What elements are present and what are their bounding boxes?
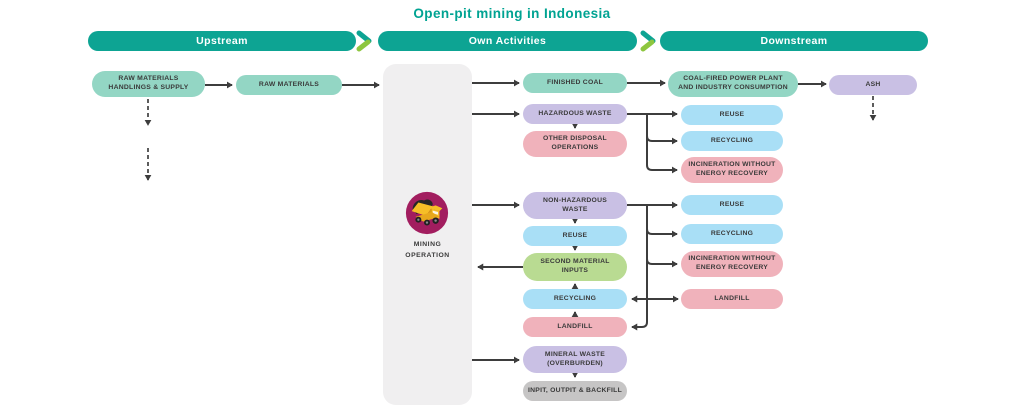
mining-operation-panel: MINING OPERATION — [383, 64, 472, 405]
node-recycling-mid: RECYCLING — [523, 289, 627, 309]
node-hazardous-waste: HAZARDOUS WASTE — [523, 104, 627, 124]
node-landfill-mid: LANDFILL — [523, 317, 627, 337]
node-non-hazardous-waste: NON-HAZARDOUS WASTE — [523, 192, 627, 219]
page-title: Open-pit mining in Indonesia — [413, 6, 611, 21]
node-reuse-mid: REUSE — [523, 226, 627, 246]
node-raw-materials: RAW MATERIALS — [236, 75, 342, 95]
node-other-disposal-operations: OTHER DISPOSAL OPERATIONS — [523, 131, 627, 157]
section-header-own-activities: Own Activities — [378, 31, 637, 51]
section-header-upstream: Upstream — [88, 31, 356, 51]
mining-operation-label: MINING OPERATION — [405, 241, 450, 259]
node-ash: ASH — [829, 75, 917, 95]
node-coal-fired-power-plant: COAL-FIRED POWER PLANT AND INDUSTRY CONS… — [668, 71, 798, 97]
node-reuse-nonhazardous: REUSE — [681, 195, 783, 215]
node-reuse-hazardous: REUSE — [681, 105, 783, 125]
node-incineration-hazardous: INCINERATION WITHOUT ENERGY RECOVERY — [681, 157, 783, 183]
node-finished-coal: FINISHED COAL — [523, 73, 627, 93]
chevron-right-icon — [356, 30, 372, 52]
node-raw-materials-supply: RAW MATERIALS HANDLINGS & SUPPLY — [92, 71, 205, 97]
mining-truck-icon — [405, 191, 449, 235]
node-mineral-waste: MINERAL WASTE (OVERBURDEN) — [523, 346, 627, 373]
node-second-material-inputs: SECOND MATERIAL INPUTS — [523, 253, 627, 281]
node-recycling-hazardous: RECYCLING — [681, 131, 783, 151]
chevron-right-icon — [640, 30, 656, 52]
node-recycling-nonhazardous: RECYCLING — [681, 224, 783, 244]
node-incineration-nonhazardous: INCINERATION WITHOUT ENERGY RECOVERY — [681, 251, 783, 277]
node-landfill-nonhazardous: LANDFILL — [681, 289, 783, 309]
node-inpit-outpit-backfill: INPIT, OUTPIT & BACKFILL — [523, 381, 627, 401]
section-header-downstream: Downstream — [660, 31, 928, 51]
